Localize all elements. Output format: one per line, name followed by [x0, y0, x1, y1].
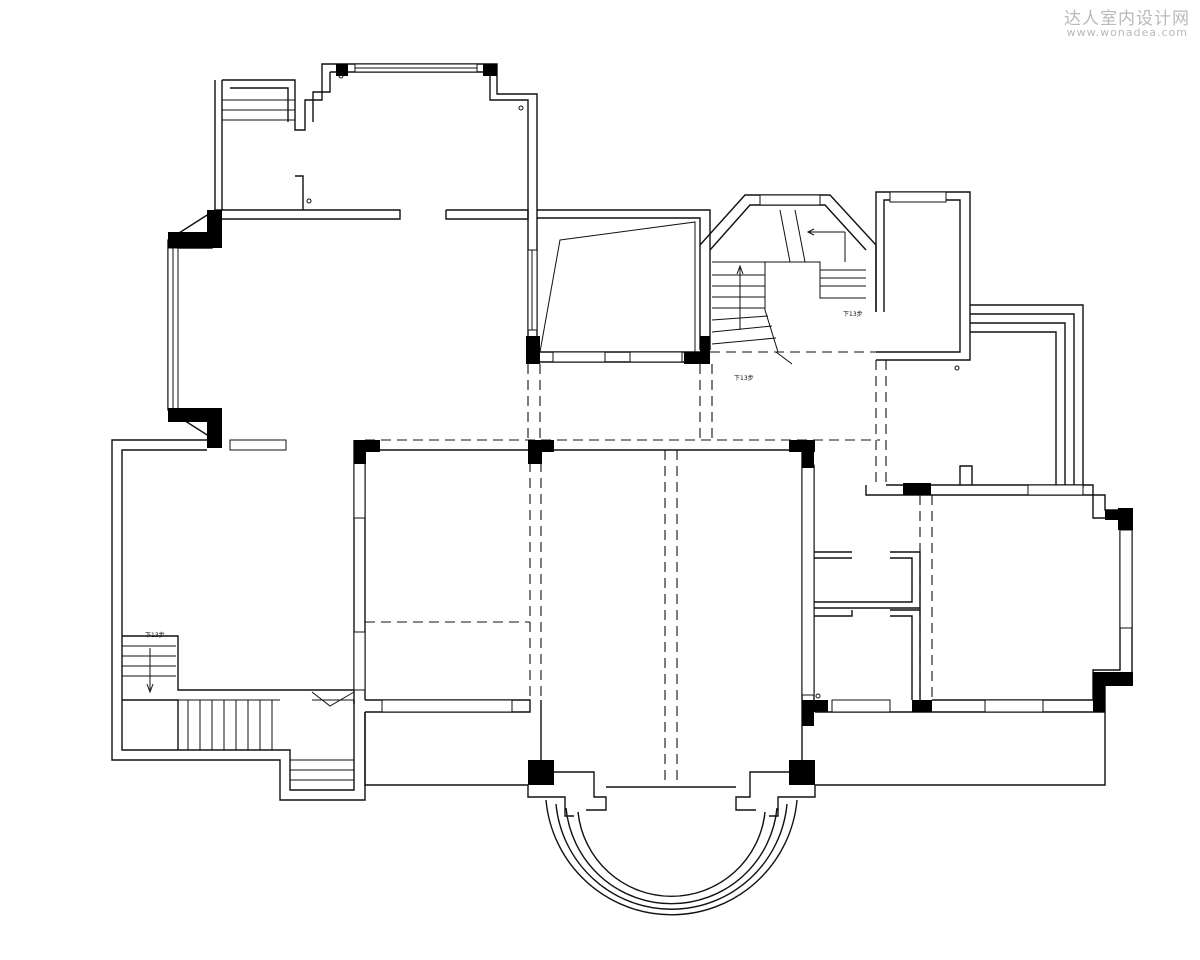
stair-core — [699, 194, 877, 365]
entry-porch — [364, 711, 1106, 916]
watermark-url: www.wonadea.com — [1066, 26, 1188, 39]
stair-label-top-right: 下13步 — [843, 310, 863, 318]
stair-label-center: 下13步 — [734, 374, 754, 382]
center-hall — [353, 440, 828, 785]
left-lower-room — [111, 439, 366, 801]
center-top-room — [526, 209, 711, 364]
stair-label-left: 下13步 — [145, 631, 165, 639]
watermark-brand: 达人室内设计网 — [1064, 9, 1190, 29]
dashed-beam-lines — [365, 351, 933, 785]
top-left-room-walls — [167, 63, 538, 448]
right-middle-rooms — [814, 465, 1133, 713]
top-right-room — [875, 191, 1084, 488]
